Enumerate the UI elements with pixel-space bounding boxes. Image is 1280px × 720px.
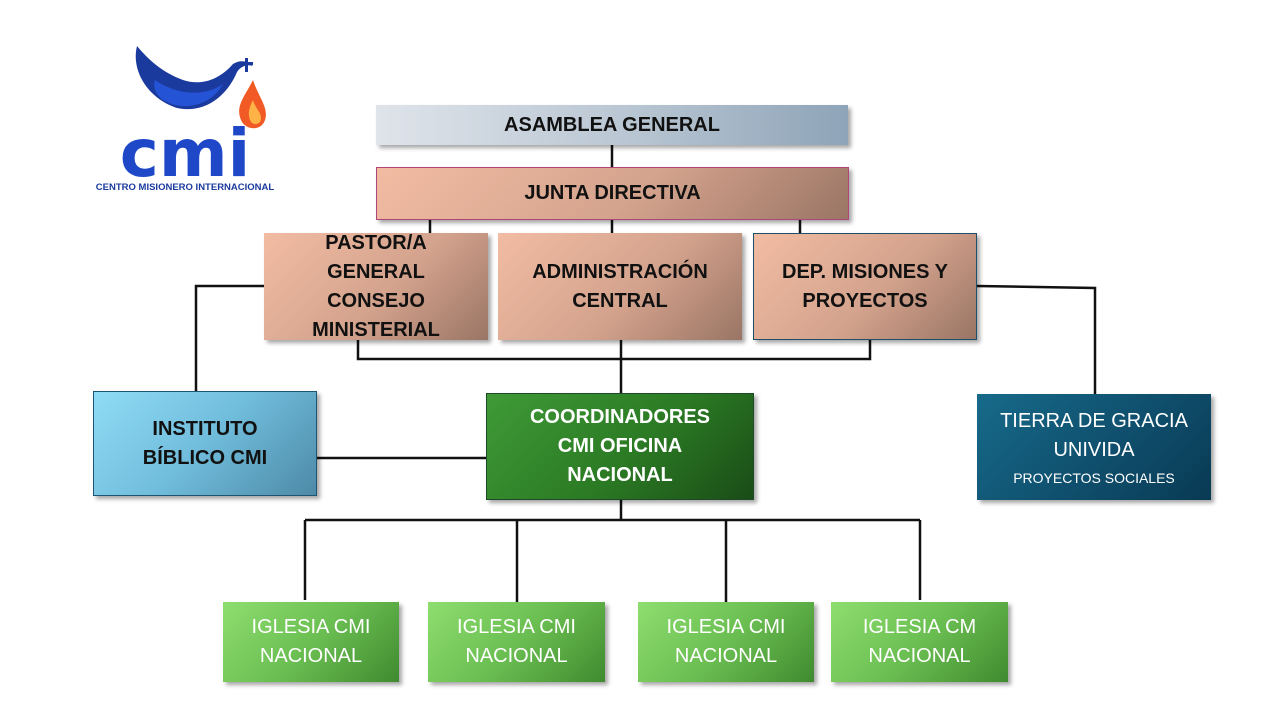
node-label-line: CENTRAL [572, 289, 668, 312]
node-label-line: NACIONAL [567, 464, 673, 486]
node-label: JUNTA DIRECTIVA [524, 182, 701, 204]
node-label-line: NACIONAL [674, 645, 778, 667]
node-label-line: NACIONAL [259, 645, 363, 667]
node-label-line: PASTOR/A [325, 231, 427, 254]
node-iglesia: IGLESIA CMI NACIONAL [428, 602, 605, 682]
node-label-line: IGLESIA CMI [251, 616, 371, 638]
node-label-line: BÍBLICO CMI [142, 446, 268, 469]
node-label-line: ADMINISTRACIÓN [532, 260, 708, 283]
logo-tagline: CENTRO MISIONERO INTERNACIONAL [96, 182, 275, 193]
node-label-line: CONSEJO [327, 289, 425, 312]
node-label-line: CMI OFICINA [557, 435, 683, 457]
flame-icon [239, 80, 266, 129]
node-asamblea-general: ASAMBLEA GENERAL [376, 105, 848, 145]
node-label-line: GENERAL [327, 260, 425, 283]
node-label: ASAMBLEA GENERAL [504, 113, 720, 136]
node-tierra-de-gracia: TIERRA DE GRACIA UNIVIDA PROYECTOS SOCIA… [977, 394, 1211, 500]
node-iglesia: IGLESIA CMI NACIONAL [638, 602, 814, 682]
node-administracion-central: ADMINISTRACIÓN CENTRAL [498, 233, 742, 340]
node-label-line: PROYECTOS [802, 289, 928, 312]
node-dep-misiones: DEP. MISIONES Y PROYECTOS [753, 233, 977, 340]
logo-wordmark: cmi [120, 115, 251, 192]
dove-icon [135, 46, 253, 110]
node-label-line: NACIONAL [465, 645, 568, 667]
cross-icon [240, 58, 253, 72]
node-label-line: IGLESIA CMI [457, 616, 576, 638]
node-label-line: DEP. MISIONES Y [782, 260, 948, 283]
cmi-logo: cmi CENTRO MISIONERO INTERNACIONAL [95, 40, 275, 195]
node-sublabel: PROYECTOS SOCIALES [1013, 470, 1175, 486]
node-junta-directiva: JUNTA DIRECTIVA [376, 167, 849, 220]
node-label-line: MINISTERIAL [312, 318, 440, 341]
node-label-line: IGLESIA CMI [666, 616, 786, 638]
node-iglesia: IGLESIA CM NACIONAL [831, 602, 1008, 682]
node-iglesia: IGLESIA CMI NACIONAL [223, 602, 399, 682]
node-label-line: IGLESIA CM [862, 616, 977, 638]
node-label-line: COORDINADORES [529, 406, 710, 428]
node-label-line: NACIONAL [868, 645, 971, 667]
node-label-line: UNIVIDA [1053, 439, 1135, 461]
node-pastor-general: PASTOR/A GENERAL CONSEJO MINISTERIAL [264, 232, 488, 341]
node-label-line: TIERRA DE GRACIA [1000, 410, 1188, 432]
node-instituto-biblico: INSTITUTO BÍBLICO CMI [93, 391, 317, 496]
node-coordinadores: COORDINADORES CMI OFICINA NACIONAL [486, 393, 754, 500]
node-label-line: INSTITUTO [152, 417, 258, 440]
